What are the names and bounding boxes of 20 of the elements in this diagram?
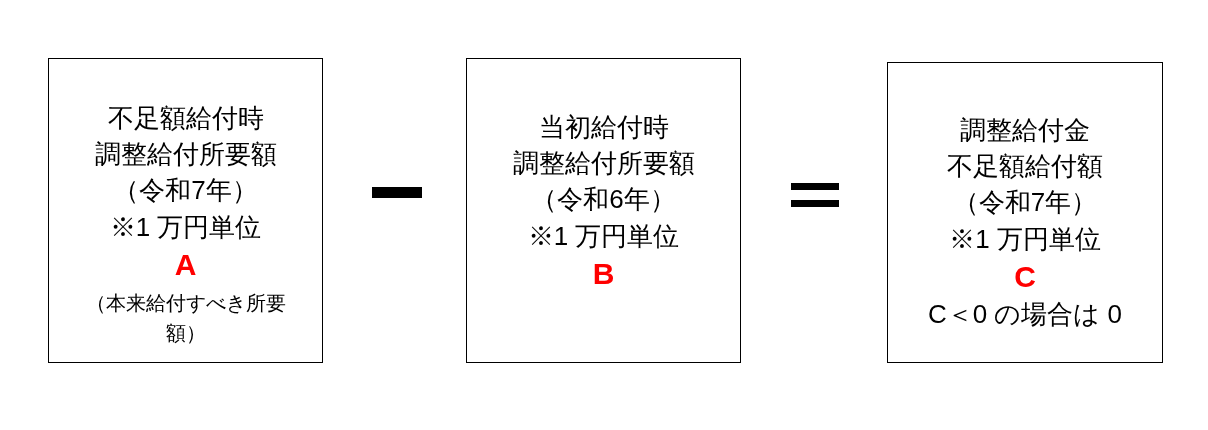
heading-line: 調整給付金 <box>960 114 1090 147</box>
formula-box <box>466 58 741 363</box>
heading-line: 当初給付時 <box>538 111 669 144</box>
year-label: （令和7年） <box>952 186 1098 219</box>
variable-letter: B <box>592 256 615 292</box>
note-text: C＜0 の場合は 0 <box>927 298 1123 331</box>
formula-box <box>48 58 323 363</box>
note-text: （本来給付すべき所要額） <box>84 291 287 346</box>
heading-line: 調整給付所要額 <box>94 138 277 171</box>
variable-letter: A <box>174 247 197 283</box>
heading-line: 調整給付所要額 <box>512 147 695 180</box>
heading-line: 不足額給付額 <box>947 150 1103 183</box>
year-label: （令和6年） <box>531 183 676 216</box>
formula-box <box>887 62 1163 363</box>
year-label: （令和7年） <box>113 174 258 207</box>
unit-note: ※1 万円単位 <box>949 223 1101 256</box>
variable-letter: C <box>1014 259 1036 295</box>
unit-note: ※1 万円単位 <box>109 211 262 244</box>
heading-line: 不足額給付時 <box>107 102 264 135</box>
unit-note: ※1 万円単位 <box>527 220 680 253</box>
